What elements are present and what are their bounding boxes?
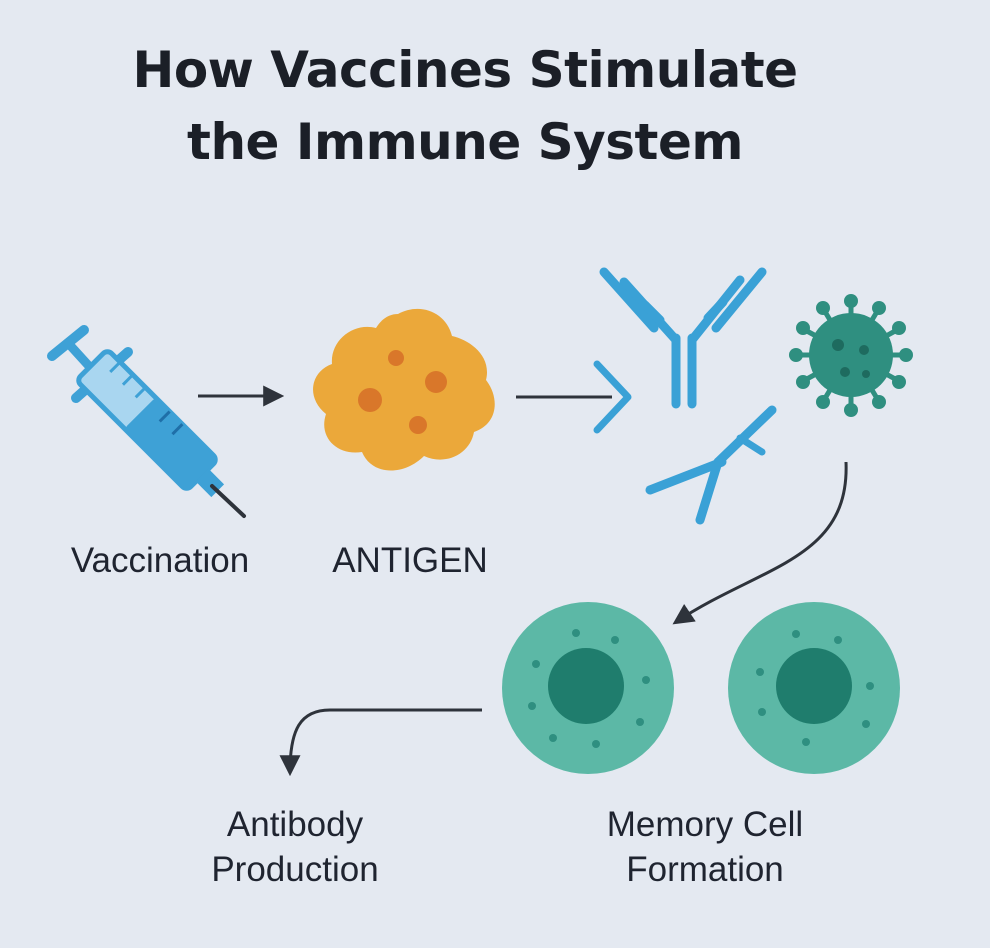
arrow-cells-to-antibody-production [279,708,482,777]
memory-cell-icon-2 [728,602,900,774]
label-antigen: ANTIGEN [332,541,488,580]
label-memory-line-2: Formation [626,850,784,889]
title-line-1: How Vaccines Stimulate [132,41,798,99]
arrow-antigen-to-antibody [516,360,632,434]
label-antibody-line-2: Production [211,850,379,889]
label-memory-cell-formation: Memory Cell Formation [560,802,850,892]
antibody-icon [599,267,767,409]
syringe-icon [47,325,246,518]
antigen-icon [313,308,495,471]
title-line-2: the Immune System [187,113,743,171]
label-vaccination: Vaccination [70,541,250,580]
label-antibody-line-1: Antibody [226,805,364,844]
arrow-virus-to-cells [672,461,848,625]
page-title: How Vaccines Stimulate the Immune System [0,34,930,178]
memory-cell-icon [502,602,674,774]
label-antibody-production: Antibody Production [160,802,430,892]
label-memory-line-1: Memory Cell [606,805,804,844]
virus-icon [789,294,913,417]
antibody-icon-rotated [645,405,777,525]
